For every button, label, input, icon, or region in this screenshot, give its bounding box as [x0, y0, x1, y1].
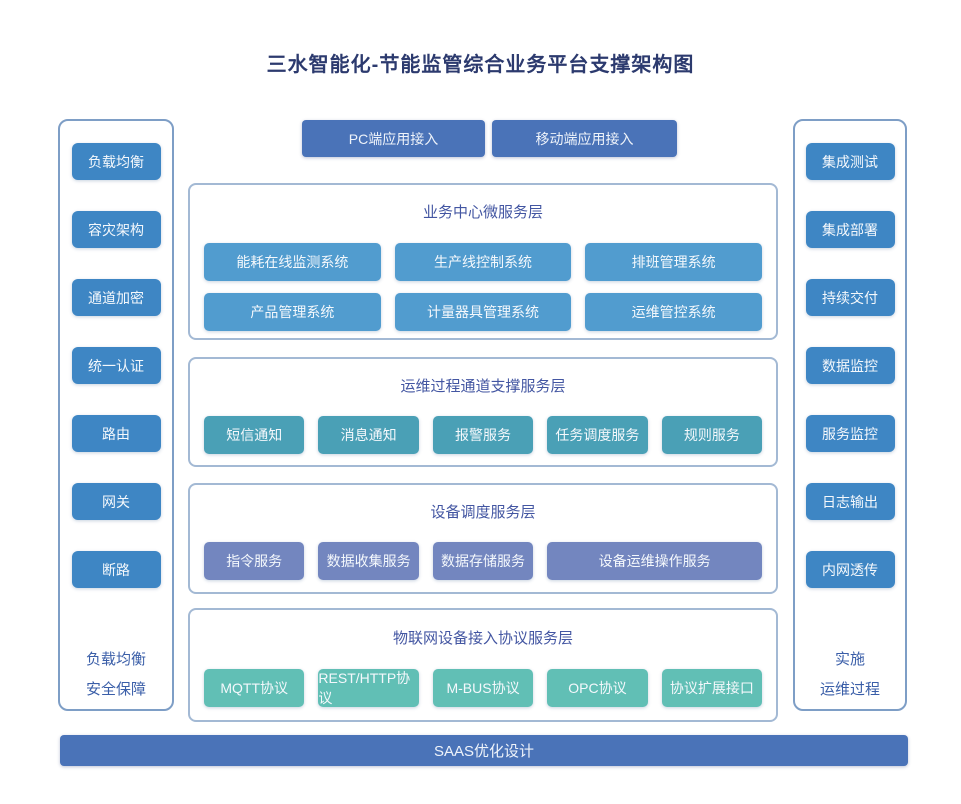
node-integration-testing: 集成测试 [805, 143, 895, 180]
node-shift-management-system: 排班管理系统 [585, 243, 763, 281]
node-alarm-service: 报警服务 [432, 416, 534, 454]
node-protocol-extension-interface: 协议扩展接口 [661, 669, 763, 707]
layer-ops-channel-title: 运维过程通道支撑服务层 [400, 378, 566, 395]
node-message-notification: 消息通知 [318, 416, 419, 454]
right-panel-caption-line1: 实施 [834, 651, 865, 668]
node-mbus-protocol: M-BUS协议 [432, 669, 534, 707]
right-panel-caption: 实施 运维过程 [820, 645, 880, 705]
node-sms-notification: 短信通知 [204, 416, 305, 454]
layer-business-row1: 能耗在线监测系统 生产线控制系统 排班管理系统 [190, 243, 776, 281]
node-mobile-app-access: 移动端应用接入 [492, 120, 677, 157]
node-rest-http-protocol: REST/HTTP协议 [318, 669, 419, 707]
node-gateway: 网关 [71, 483, 161, 520]
layer-iot-row: MQTT协议 REST/HTTP协议 M-BUS协议 OPC协议 协议扩展接口 [190, 669, 776, 707]
layer-iot-protocol: 物联网设备接入协议服务层 MQTT协议 REST/HTTP协议 M-BUS协议 … [188, 608, 778, 722]
node-data-monitoring: 数据监控 [805, 347, 895, 384]
node-load-balancing: 负载均衡 [71, 143, 161, 180]
node-product-management-system: 产品管理系统 [204, 293, 381, 331]
node-log-output: 日志输出 [805, 483, 895, 520]
node-pc-app-access: PC端应用接入 [302, 120, 485, 157]
node-command-service: 指令服务 [204, 542, 305, 580]
layer-ops-channel-row: 短信通知 消息通知 报警服务 任务调度服务 规则服务 [190, 416, 776, 454]
node-task-scheduling-service: 任务调度服务 [547, 416, 648, 454]
node-data-storage-service: 数据存储服务 [432, 542, 534, 580]
node-ops-control-system: 运维管控系统 [585, 293, 763, 331]
node-device-ops-operation-service: 设备运维操作服务 [547, 542, 762, 580]
node-unified-auth: 统一认证 [71, 347, 161, 384]
layer-business-microservices: 业务中心微服务层 能耗在线监测系统 生产线控制系统 排班管理系统 产品管理系统 … [188, 183, 778, 340]
page-title: 三水智能化-节能监管综合业务平台支撑架构图 [266, 54, 695, 76]
layer-business-row2: 产品管理系统 计量器具管理系统 运维管控系统 [190, 293, 776, 331]
left-panel-caption-line1: 负载均衡 [85, 651, 146, 668]
layer-iot-title: 物联网设备接入协议服务层 [392, 630, 573, 647]
right-panel-caption-line2: 运维过程 [819, 681, 880, 698]
node-opc-protocol: OPC协议 [547, 669, 648, 707]
node-production-line-control-system: 生产线控制系统 [394, 243, 572, 281]
node-intranet-tunneling: 内网透传 [805, 551, 895, 588]
node-data-collection-service: 数据收集服务 [318, 542, 419, 580]
right-panel-implementation-ops: 集成测试 集成部署 持续交付 数据监控 服务监控 日志输出 内网透传 实施 运维… [793, 119, 907, 711]
left-panel-caption-line2: 安全保障 [85, 681, 146, 698]
left-panel-caption: 负载均衡 安全保障 [86, 645, 146, 705]
node-energy-online-monitoring-system: 能耗在线监测系统 [204, 243, 381, 281]
layer-business-title: 业务中心微服务层 [422, 204, 543, 221]
node-disaster-recovery: 容灾架构 [71, 211, 161, 248]
left-panel-load-balance-security: 负载均衡 容灾架构 通道加密 统一认证 路由 网关 断路 负载均衡 安全保障 [58, 119, 174, 711]
layer-device-row: 指令服务 数据收集服务 数据存储服务 设备运维操作服务 [190, 542, 776, 580]
layer-device-scheduling: 设备调度服务层 指令服务 数据收集服务 数据存储服务 设备运维操作服务 [188, 483, 778, 594]
node-mqtt-protocol: MQTT协议 [204, 669, 305, 707]
node-channel-encryption: 通道加密 [71, 279, 161, 316]
node-service-monitoring: 服务监控 [805, 415, 895, 452]
saas-optimization-bar: SAAS优化设计 [60, 735, 908, 766]
layer-ops-channel-support: 运维过程通道支撑服务层 短信通知 消息通知 报警服务 任务调度服务 规则服务 [188, 357, 778, 467]
node-rule-service: 规则服务 [661, 416, 763, 454]
node-continuous-delivery: 持续交付 [805, 279, 895, 316]
node-metering-instrument-management-system: 计量器具管理系统 [394, 293, 572, 331]
layer-device-title: 设备调度服务层 [430, 504, 536, 521]
node-routing: 路由 [71, 415, 161, 452]
node-circuit-breaker: 断路 [71, 551, 161, 588]
node-integration-deployment: 集成部署 [805, 211, 895, 248]
